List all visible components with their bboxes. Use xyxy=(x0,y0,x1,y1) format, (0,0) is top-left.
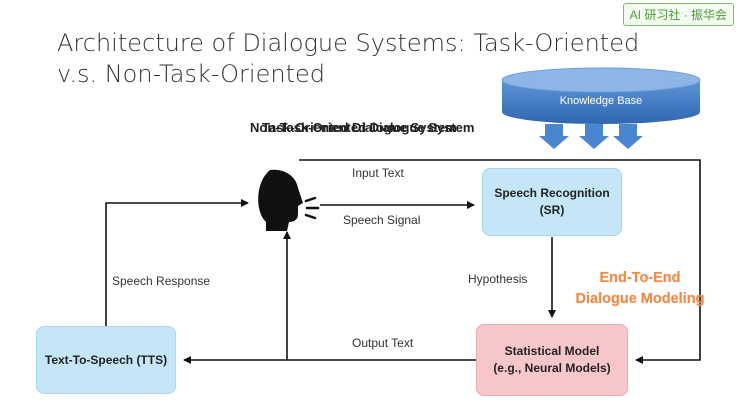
label-input-text: Input Text xyxy=(352,166,404,180)
tts-box: Text-To-Speech (TTS) xyxy=(36,326,176,394)
title-line-2: v.s. Non-Task-Oriented xyxy=(57,60,325,88)
sm-title: Statistical Model xyxy=(504,344,600,358)
speech-recognition-box: Speech Recognition (SR) xyxy=(482,168,622,236)
knowledge-base-label: Knowledge Base xyxy=(559,95,643,107)
label-output-text: Output Text xyxy=(352,336,414,350)
title-line-1: Architecture of Dialogue Systems: Task-O… xyxy=(57,29,640,57)
sr-title: Speech Recognition xyxy=(494,186,610,200)
end-to-end-label: End-To-End Dialogue Modeling xyxy=(560,268,720,310)
label-task-oriented-system: Task-Oriented Dialogue System xyxy=(262,120,457,135)
end-to-end-line-2: Dialogue Modeling xyxy=(575,291,705,307)
watermark: AI 研习社 · 振华会 xyxy=(622,3,734,26)
statistical-model-box: Statistical Model (e.g., Neural Models) xyxy=(476,324,628,396)
end-to-end-line-1: End-To-End xyxy=(599,270,681,286)
label-speech-signal: Speech Signal xyxy=(343,213,421,227)
knowledge-base-icon xyxy=(501,67,701,124)
label-speech-response: Speech Response xyxy=(112,274,211,288)
label-hypothesis: Hypothesis xyxy=(468,272,528,286)
speaking-head-icon xyxy=(258,169,320,231)
label-non-task-oriented-system: Non-Task-Oriented Dialogue System xyxy=(250,120,475,135)
slide-title: Architecture of Dialogue Systems: Task-O… xyxy=(57,28,697,90)
tts-title: Text-To-Speech (TTS) xyxy=(44,352,168,367)
sm-subtitle: (e.g., Neural Models) xyxy=(493,361,611,375)
kb-down-arrows xyxy=(539,124,643,149)
sr-abbrev: (SR) xyxy=(539,203,565,217)
